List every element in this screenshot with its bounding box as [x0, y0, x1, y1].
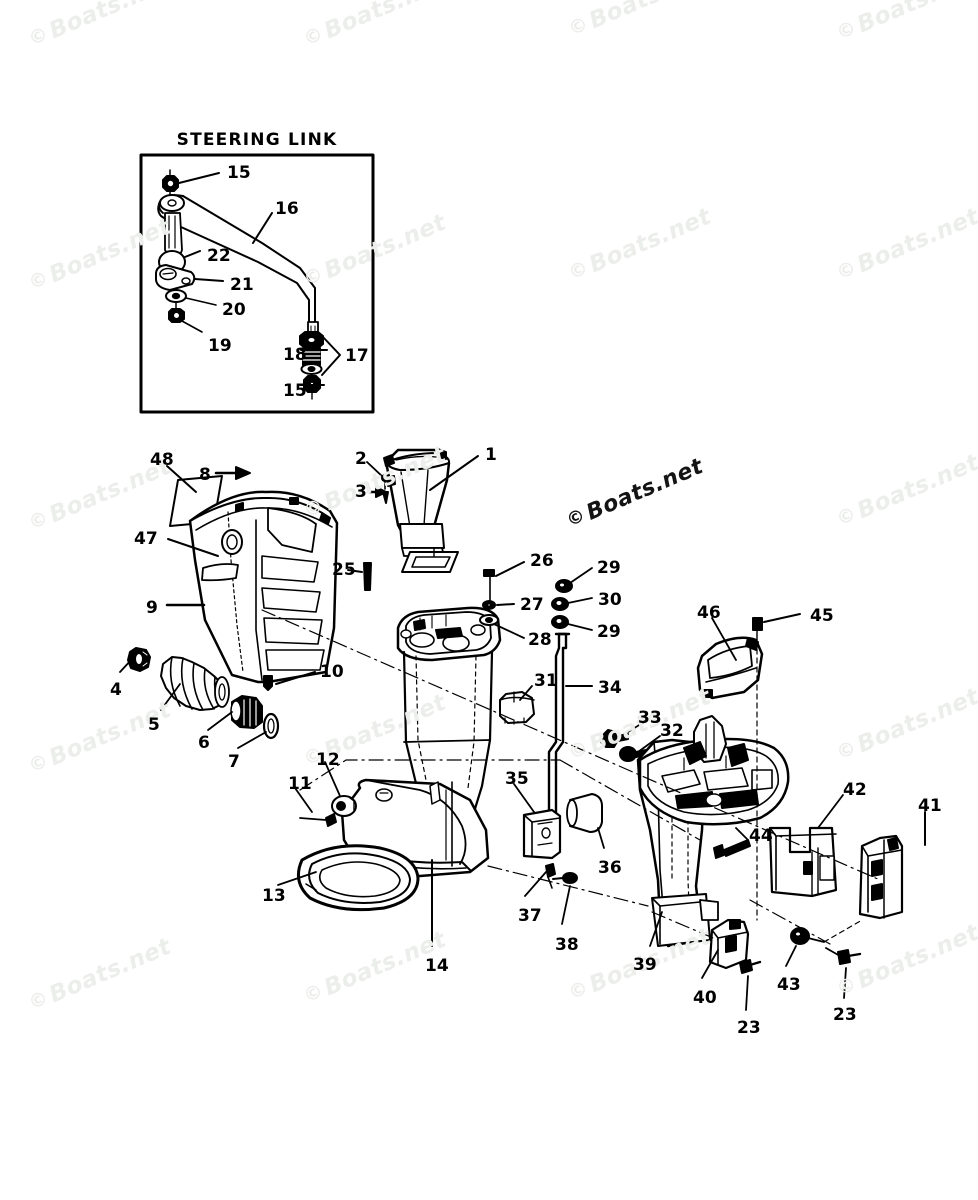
callout-31: 31	[534, 671, 558, 691]
part-5-bellows-seal	[160, 656, 230, 711]
part-40-bracket	[708, 918, 750, 970]
part-20-washer	[165, 289, 217, 306]
callout-9: 9	[146, 598, 158, 618]
callout-30: 30	[598, 590, 622, 610]
callout-44: 44	[749, 826, 773, 846]
callout-40: 40	[693, 988, 717, 1008]
part-23-bolt-right	[825, 947, 862, 965]
part-6-bushing	[230, 695, 263, 729]
part-36-sleeve	[566, 793, 603, 833]
part-29-grommet-lower	[551, 615, 569, 629]
callout-20: 20	[222, 300, 246, 320]
part-42-bracket	[768, 826, 838, 898]
part-11-screw	[299, 813, 337, 827]
part-38-bolt	[552, 872, 578, 884]
callout-43: 43	[777, 975, 801, 995]
callout-11: 11	[288, 774, 312, 794]
callout-33: 33	[638, 708, 662, 728]
callout-34: 34	[598, 678, 622, 698]
callout-14: 14	[425, 956, 449, 976]
callout-5: 5	[148, 715, 160, 735]
callout-32: 32	[660, 721, 684, 741]
part-15-top-nut	[162, 169, 179, 200]
callout-12: 12	[316, 750, 340, 770]
callout-45: 45	[810, 606, 834, 626]
callout-17: 17	[345, 346, 369, 366]
callout-16: 16	[275, 199, 299, 219]
part-44-bolt	[713, 839, 751, 859]
steering-link-inset-title: STEERING LINK	[176, 130, 338, 150]
part-25-pin	[363, 562, 372, 591]
callout-26: 26	[530, 551, 554, 571]
callout-23: 23	[737, 1018, 761, 1038]
callout-21: 21	[230, 275, 254, 295]
callout-15: 15	[227, 163, 251, 183]
part-7-oring	[262, 712, 280, 740]
callout-39: 39	[633, 955, 657, 975]
callout-7: 7	[228, 752, 240, 772]
callout-27: 27	[520, 595, 544, 615]
callout-8: 8	[199, 465, 211, 485]
callout-36: 36	[598, 858, 622, 878]
callout-29: 29	[597, 622, 621, 642]
callout-6: 6	[198, 733, 210, 753]
callout-29: 29	[597, 558, 621, 578]
part-10-bolt	[263, 675, 273, 691]
part-37-bolt	[545, 863, 556, 889]
part-46-rubber-mount	[696, 636, 764, 700]
part-1-upper-mount	[383, 448, 459, 573]
callout-35: 35	[505, 769, 529, 789]
callout-13: 13	[262, 886, 286, 906]
callout-48: 48	[150, 450, 174, 470]
part-30-collar	[551, 597, 569, 611]
callout-3: 3	[355, 482, 367, 502]
callout-10: 10	[320, 662, 344, 682]
part-19-bolt	[168, 301, 203, 333]
callout-42: 42	[843, 780, 867, 800]
callout-47: 47	[134, 529, 158, 549]
part-21-bracket	[155, 264, 224, 291]
part-35-plate	[522, 808, 562, 860]
callout-38: 38	[555, 935, 579, 955]
callout-22: 22	[207, 246, 231, 266]
part-13-grommet-ring	[296, 844, 420, 912]
callout-23: 23	[833, 1005, 857, 1025]
callout-4: 4	[110, 680, 122, 700]
part-45-bolt	[752, 617, 763, 641]
part-41-bracket	[858, 834, 904, 920]
part-39-lower-casing	[636, 715, 790, 948]
callout-19: 19	[208, 336, 232, 356]
callout-37: 37	[518, 906, 542, 926]
part-26-bolt	[483, 569, 495, 601]
part-17-fastener-group	[299, 331, 341, 400]
part-28-washer	[479, 614, 499, 626]
part-12-grommet	[331, 795, 357, 817]
part-29-grommet-upper	[555, 579, 573, 593]
part-23-bolt-left	[739, 959, 762, 974]
part-27-washer	[482, 600, 496, 610]
callout-18: 18	[283, 345, 307, 365]
callout-28: 28	[528, 630, 552, 650]
part-9-upper-casing	[188, 490, 339, 684]
callout-46: 46	[697, 603, 721, 623]
part-31-cap	[499, 691, 535, 725]
callout-25: 25	[332, 560, 356, 580]
callout-15: 15	[283, 381, 307, 401]
callout-2: 2	[355, 449, 367, 469]
callout-41: 41	[918, 796, 942, 816]
part-4-nut	[127, 647, 151, 672]
callout-1: 1	[485, 445, 497, 465]
